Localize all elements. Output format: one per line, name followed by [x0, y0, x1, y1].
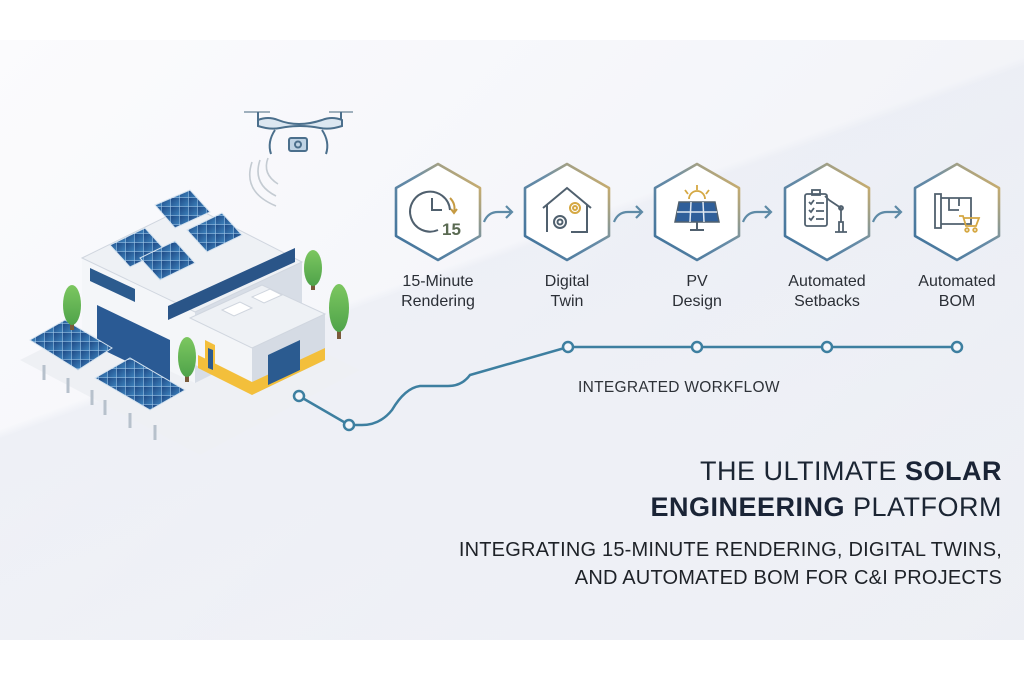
solar-panel-sun-icon — [674, 185, 720, 231]
hex-step-1: 15 — [394, 162, 482, 262]
blueprint-cart-icon — [934, 193, 981, 233]
hex-step-4 — [783, 162, 871, 262]
headline-bold: ENGINEERING — [650, 492, 845, 522]
step-label-line: 15-Minute — [402, 273, 474, 290]
step-label-digital-twin: Digital Twin — [502, 272, 632, 312]
checklist-robot-arm-icon — [804, 189, 847, 233]
subheadline-line: AND AUTOMATED BOM FOR C&I PROJECTS — [574, 567, 1002, 589]
step-label-15-minute-rendering: 15-Minute Rendering — [373, 272, 503, 312]
hex-step-5 — [913, 162, 1001, 262]
headline-text: PLATFORM — [844, 492, 1002, 522]
arrow-icon — [871, 205, 903, 223]
headline-bold: SOLAR — [905, 456, 1002, 486]
workflow-node — [950, 340, 964, 354]
ground-solar-arrays — [29, 319, 187, 440]
house-gears-icon — [542, 186, 592, 233]
step-label-automated-setbacks: Automated Setbacks — [762, 272, 892, 312]
workflow-node — [820, 340, 834, 354]
hex-step-3 — [653, 162, 741, 262]
step-label-line: Automated — [918, 273, 996, 290]
drone-icon — [244, 111, 353, 155]
step-label-line: Rendering — [401, 293, 475, 310]
bottom-margin — [0, 640, 1024, 683]
step-hexagons: 15 — [394, 162, 1001, 262]
arrow-icon — [741, 205, 773, 223]
step-label-automated-bom: Automated BOM — [892, 272, 1022, 312]
step-label-line: Digital — [544, 273, 590, 290]
arrow-icon — [482, 205, 514, 223]
rooftop-solar-panels — [109, 189, 243, 281]
signal-waves-icon — [248, 157, 279, 207]
step-label-line: Twin — [550, 293, 584, 310]
step-label-pv-design: PV Design — [632, 272, 762, 312]
workflow-node — [561, 340, 575, 354]
page-subheadline: INTEGRATING 15-MINUTE RENDERING, DIGITAL… — [459, 536, 1002, 592]
page-headline: THE ULTIMATE SOLAR ENGINEERING PLATFORM — [650, 453, 1002, 525]
integrated-workflow-label: INTEGRATED WORKFLOW — [578, 379, 780, 396]
integrated-workflow-line — [292, 340, 964, 432]
clock-15-icon — [409, 190, 458, 233]
headline-text: THE ULTIMATE — [699, 456, 905, 486]
arrow-icon — [612, 205, 644, 223]
step-label-line: BOM — [938, 293, 976, 310]
hex-step-2 — [523, 162, 611, 262]
trees — [63, 250, 349, 382]
step-label-line: Setbacks — [794, 293, 860, 310]
workflow-node — [342, 418, 356, 432]
subheadline-line: INTEGRATING 15-MINUTE RENDERING, DIGITAL… — [458, 539, 1002, 561]
workflow-node — [292, 389, 306, 403]
step-arrows — [482, 205, 903, 223]
svg-text:15: 15 — [442, 220, 461, 239]
step-label-line: Design — [672, 293, 722, 310]
step-label-line: Automated — [788, 273, 866, 290]
workflow-node — [690, 340, 704, 354]
step-label-line: PV — [686, 273, 708, 290]
